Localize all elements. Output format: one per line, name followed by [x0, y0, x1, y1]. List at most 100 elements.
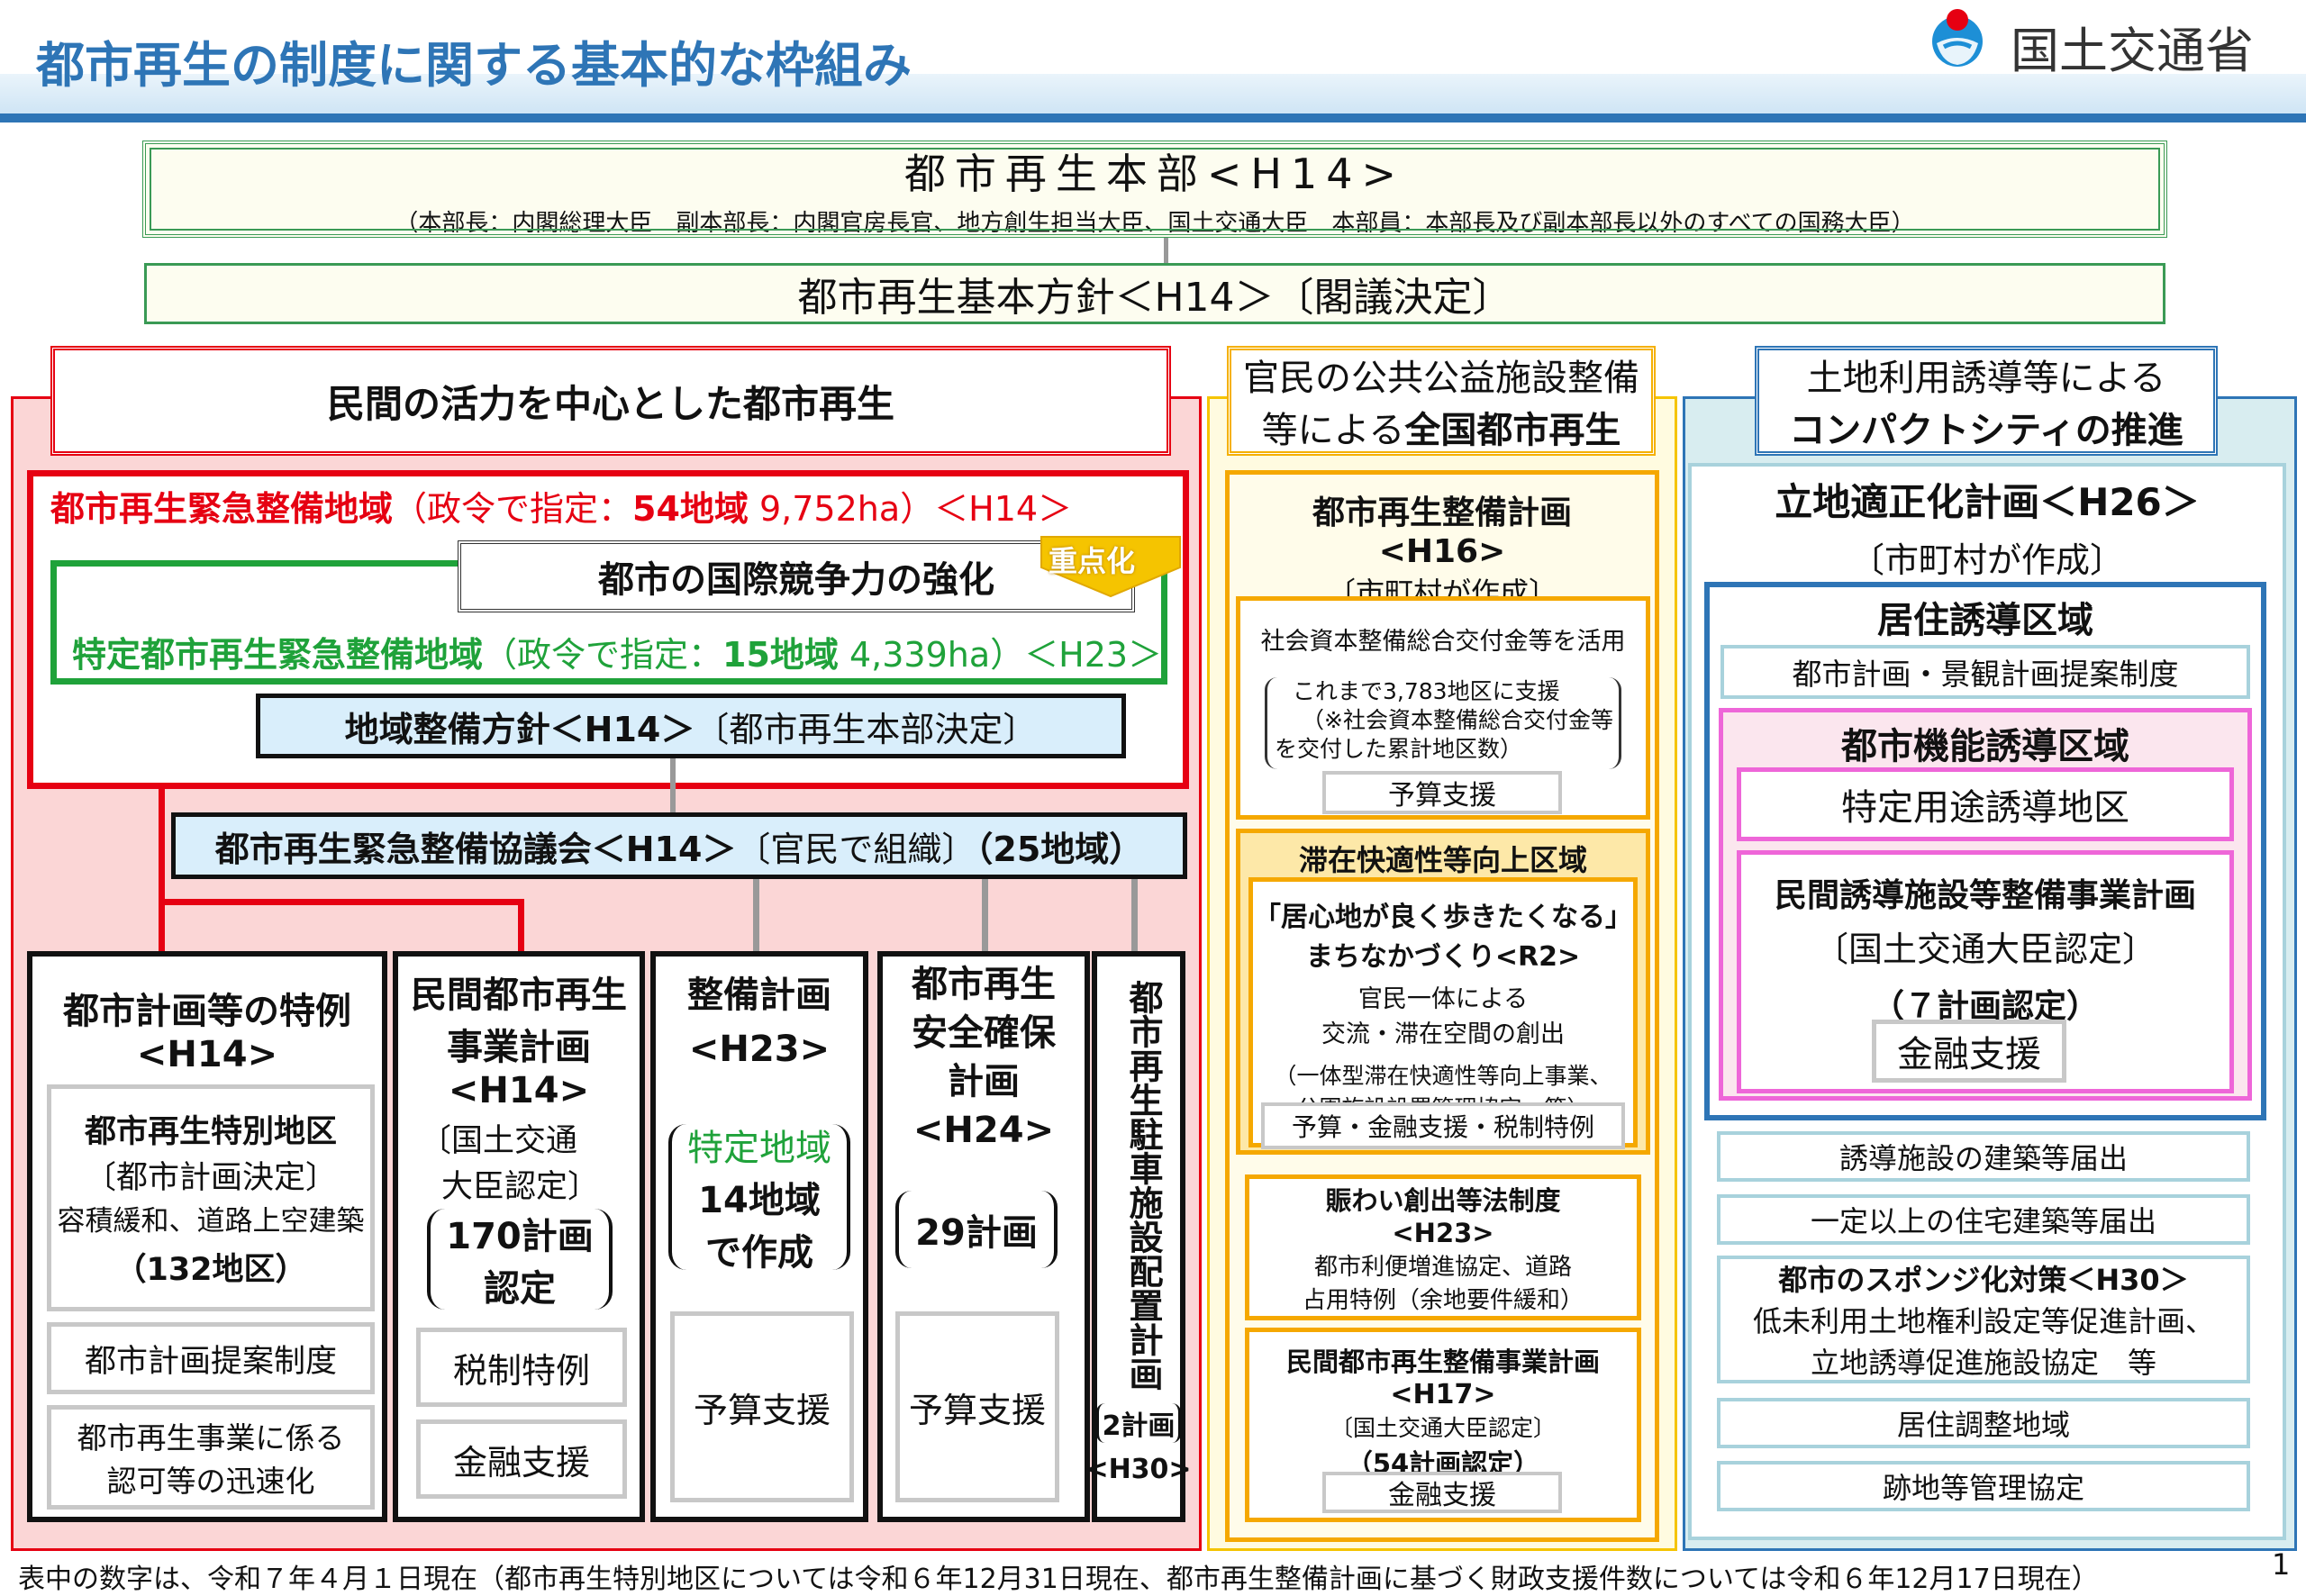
col2-title-1: 民間都市再生: [411, 975, 627, 1016]
fast-approval-box: 都市再生事業に係る 認可等の迅速化: [47, 1405, 375, 1510]
col2-count-2: 認定: [484, 1268, 556, 1310]
notice1-label: 誘導施設の建築等届出: [1838, 1141, 2128, 1175]
connector: [982, 879, 988, 951]
mlit-logo: [1928, 5, 1987, 70]
connector: [753, 879, 759, 951]
finance-support-label: 金融支援: [452, 1442, 590, 1483]
urban-renewal-plan-title-2: <H16>: [1378, 533, 1506, 570]
connector: [159, 789, 165, 951]
special-district-detail: 容積緩和、道路上空建築: [57, 1205, 365, 1238]
notice1-box: 誘導施設の建築等届出: [1717, 1131, 2250, 1182]
proposal-system-box: 都市計画提案制度: [47, 1322, 375, 1394]
location-plan-title-wrap: 立地適正化計画＜H26＞ 〔市町村が作成〕: [1693, 472, 2281, 582]
landscape-proposal-label: 都市計画・景観計画提案制度: [1792, 657, 2179, 692]
bustle-line-1: 都市利便増進協定、道路: [1313, 1254, 1572, 1281]
private-plan-era: <H17>: [1390, 1379, 1496, 1410]
fast-approval-2: 認可等の迅速化: [106, 1464, 315, 1499]
facility-plan-title: 民間誘導施設等整備事業計画: [1774, 877, 2196, 914]
grant-title: 社会資本整備総合交付金等を活用: [1260, 628, 1626, 656]
intl-competitiveness-title: 都市の国際競争力の強化: [598, 559, 994, 601]
connector: [1131, 879, 1138, 951]
col4-title-3: 計画: [948, 1061, 1020, 1102]
function-zone-title-wrap: 都市機能誘導区域: [1724, 717, 2247, 769]
emergency-area-prefix: （政令で指定：: [393, 489, 633, 529]
private-plan-finance-label: 金融支援: [1388, 1480, 1496, 1511]
stay-area-title: 滞在快適性等向上区域: [1298, 843, 1587, 877]
specified-area-line: 特定都市再生緊急整備地域（政令で指定：15地域 4,339ha）＜H23＞: [72, 627, 1162, 676]
col2-count-1: 170計画: [446, 1216, 594, 1257]
stay-support-box: 予算・金融支援・税制特例: [1261, 1102, 1625, 1149]
col2-sub: 〔国土交通 大臣認定〕: [420, 1115, 627, 1207]
regional-policy-text: 地域整備方針＜H14＞〔都市再生本部決定〕: [345, 702, 1038, 751]
use-district-label: 特定用途誘導地区: [1841, 787, 2129, 829]
walkable-title-1: 「居心地が良く歩きたくなる」: [1254, 902, 1632, 933]
facility-plan-sub: 〔国土交通大臣認定〕: [1813, 929, 2156, 969]
headquarters-members: （本部長：内閣総理大臣 副本部長：内閣官房長官、地方創生担当大臣、国土交通大臣 …: [395, 209, 1915, 237]
col4-title-4: <H24>: [912, 1110, 1055, 1151]
use-district-box: 特定用途誘導地区: [1737, 767, 2234, 841]
fast-approval-1: 都市再生事業に係る: [77, 1420, 345, 1455]
residential-zone-title-wrap: 居住誘導区域: [1710, 591, 2261, 643]
col4-title-2: 安全確保: [912, 1012, 1056, 1054]
development-plan-column: [650, 951, 868, 1522]
col3-specified-bracket: 特定地域 14地域 で作成: [668, 1124, 850, 1274]
walkable-desc-1: 官民一体による: [1357, 985, 1529, 1013]
private-plan-sub: 〔国土交通大臣認定〕: [1330, 1415, 1556, 1441]
col2-count-bracket: 170計画 認定: [427, 1209, 613, 1310]
public-header-2: 等による全国都市再生: [1262, 401, 1621, 453]
specified-area-name: 特定都市再生緊急整備地域: [72, 635, 484, 675]
col5-title: 都市再生駐車施設配置計画: [1123, 980, 1163, 1391]
specified-area-size: 4,339ha）＜H23＞: [838, 635, 1163, 675]
page-title: 都市再生の制度に関する基本的な枠組み: [36, 37, 912, 94]
private-header-title: 民間の活力を中心とした都市再生: [326, 381, 894, 426]
bustle-title: 賑わい創出等法制度: [1325, 1185, 1561, 1216]
footer-note: 表中の数字は、令和７年４月１日現在（都市再生特別地区については令和６年12月31…: [18, 1564, 2099, 1595]
grant-budget-label: 予算支援: [1388, 780, 1496, 812]
public-header-1: 官民の公共公益施設整備: [1243, 358, 1639, 399]
grant-title-wrap: 社会資本整備総合交付金等を活用: [1239, 621, 1647, 657]
council-bold: 都市再生緊急整備協議会＜H14＞: [214, 829, 737, 869]
tax-exception-box: 税制特例: [416, 1328, 627, 1407]
location-plan-title: 立地適正化計画＜H26＞: [1775, 480, 2200, 524]
private-project-plan-column: [393, 951, 645, 1522]
col1-title: 都市計画等の特例 <H14>: [32, 982, 382, 1075]
public-header-2-normal: 等による: [1261, 410, 1405, 451]
basic-policy-title: 都市再生基本方針＜H14＞〔閣議決定〕: [797, 275, 1512, 321]
col4-title: 都市再生 安全確保 計画 <H24>: [883, 960, 1085, 1155]
compact-header: 土地利用誘導等による コンパクトシティの推進: [1755, 346, 2218, 456]
council-normal: 〔官民で組織〕: [736, 829, 976, 869]
col3-title: 整備計画 <H23>: [656, 966, 863, 1070]
grant-budget-box: 予算支援: [1322, 771, 1562, 814]
parking-plan-column: [1092, 951, 1185, 1522]
grant-line-2: （※社会資本整備総合交付金等: [1302, 707, 1613, 733]
col2-title-3: <H14>: [448, 1070, 590, 1111]
stay-support-label: 予算・金融支援・税制特例: [1291, 1112, 1594, 1142]
header-band: [0, 74, 2306, 113]
col4-count-bracket: 29計画: [895, 1191, 1058, 1268]
residential-zone-title: 居住誘導区域: [1877, 600, 2093, 641]
notice2-box: 一定以上の住宅建築等届出: [1717, 1194, 2250, 1245]
facility-finance-label: 金融支援: [1897, 1034, 2041, 1075]
adjust-area-box: 居住調整地域: [1717, 1398, 2250, 1448]
col3-title-2: <H23>: [688, 1029, 831, 1070]
finance-support-box: 金融支援: [416, 1419, 627, 1499]
walkable-title-2: まちなかづくり<R2>: [1305, 941, 1581, 973]
council-box: 都市再生緊急整備協議会＜H14＞〔官民で組織〕（25地域）: [171, 812, 1187, 879]
notice2-label: 一定以上の住宅建築等届出: [1810, 1204, 2156, 1238]
col4-count: 29計画: [915, 1212, 1038, 1254]
col3-specified-3: で作成: [705, 1232, 813, 1274]
col1-title-1: 都市計画等の特例: [63, 991, 351, 1032]
public-header: 官民の公共公益施設整備 等による全国都市再生: [1227, 346, 1656, 456]
landscape-proposal-box: 都市計画・景観計画提案制度: [1720, 645, 2250, 699]
sponge-line-2: 立地誘導促進施設協定 等: [1810, 1346, 2156, 1380]
facility-finance-box: 金融支援: [1872, 1020, 2066, 1083]
connector: [159, 899, 524, 905]
stay-area-title-wrap: 滞在快適性等向上区域: [1239, 838, 1647, 879]
grant-line-3: を交付した累計地区数）: [1275, 736, 1523, 762]
emergency-area-size: 9,752ha）＜H14＞: [748, 489, 1073, 529]
bustle-era: <H23>: [1392, 1218, 1494, 1248]
col1-title-2: <H14>: [136, 1034, 278, 1075]
regional-policy-box: 地域整備方針＜H14＞〔都市再生本部決定〕: [256, 694, 1126, 758]
special-district-sub: 〔都市計画決定〕: [84, 1160, 337, 1196]
col2-sub-1: 〔国土交通: [420, 1123, 578, 1159]
